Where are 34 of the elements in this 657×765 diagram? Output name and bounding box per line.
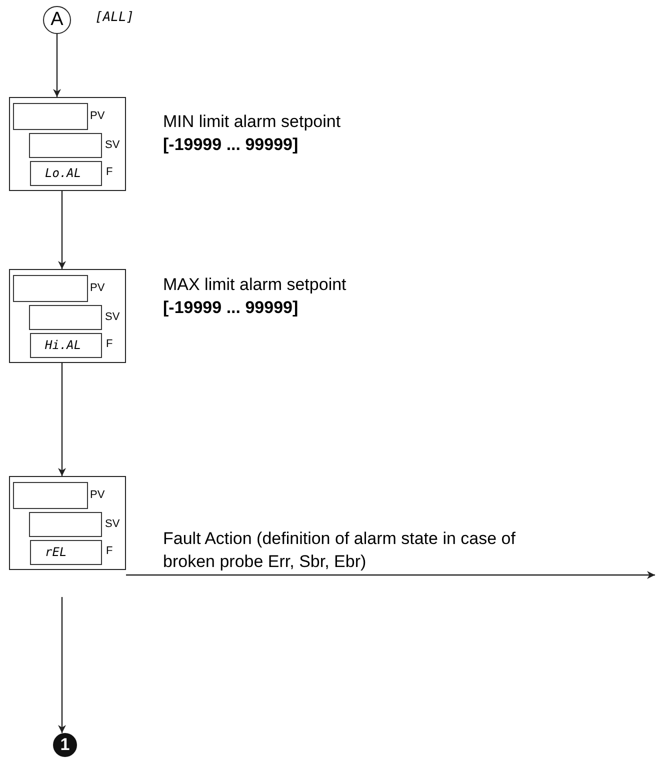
arrow	[58, 363, 66, 476]
display-field	[13, 103, 88, 130]
step-number: 1	[53, 733, 77, 757]
arrow	[58, 597, 66, 733]
display-label: PV	[90, 489, 105, 501]
display-field	[13, 482, 88, 509]
display-field	[29, 512, 102, 537]
parameter-description: [-19999 ... 99999]	[163, 297, 300, 319]
display-field	[29, 305, 102, 330]
display-label: F	[106, 338, 113, 350]
display-field	[29, 133, 102, 158]
parameter-description: MIN limit alarm setpoint	[163, 111, 342, 133]
display-label: SV	[105, 139, 120, 151]
display-field	[13, 275, 88, 302]
arrow	[58, 191, 66, 269]
display-label: SV	[105, 518, 120, 530]
display-label: PV	[90, 110, 105, 122]
parameter-description: [-19999 ... 99999]	[163, 134, 300, 156]
display-panel	[9, 476, 126, 570]
parameter-code: [ALL]	[95, 10, 134, 25]
display-panel	[9, 97, 126, 191]
display-label: F	[106, 166, 113, 178]
parameter-description: MAX limit alarm setpoint	[163, 274, 348, 296]
connector-circle: A	[43, 6, 71, 34]
display-label: F	[106, 545, 113, 557]
display-panel	[9, 269, 126, 363]
arrow	[126, 571, 655, 579]
display-readout: Hi.AL	[30, 333, 102, 358]
display-label: SV	[105, 311, 120, 323]
parameter-description: Fault Action (definition of alarm state in case of broken probe Err, Sbr, Ebr)	[163, 528, 516, 573]
display-label: PV	[90, 282, 105, 294]
display-readout: Lo.AL	[30, 161, 102, 186]
display-readout: rEL	[30, 540, 102, 565]
arrow	[53, 34, 61, 97]
